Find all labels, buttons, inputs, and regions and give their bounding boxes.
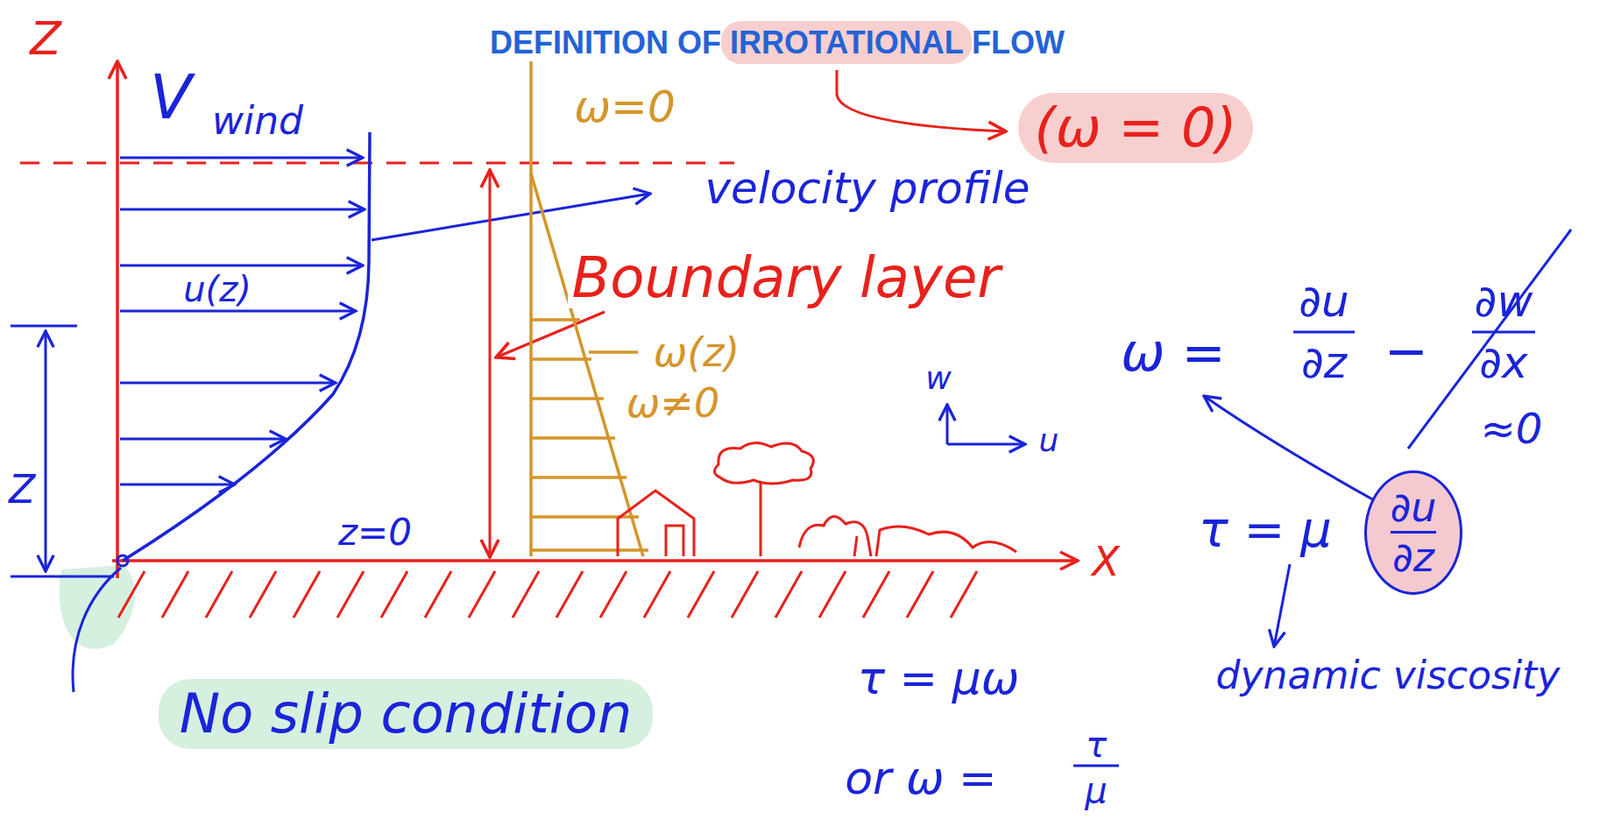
node-text: (ω = 0) (1033, 98, 1237, 158)
vorticity-profile (530, 61, 649, 557)
leader-line (836, 70, 1006, 132)
x-axis (112, 559, 1078, 563)
equation-term: − (1384, 323, 1429, 379)
origin-dot (117, 555, 128, 567)
equation-term: or ω = (844, 754, 997, 803)
equation-term: τ (1085, 726, 1107, 764)
boundary-layer-arrow (488, 169, 492, 558)
z-axis (115, 61, 120, 579)
small-axis (946, 404, 949, 445)
equation-term: ∂x (1479, 339, 1528, 387)
velocity-profile-curve (122, 132, 370, 561)
equation-term: ∂w (1474, 278, 1534, 326)
house (617, 490, 694, 557)
leader-line (371, 193, 651, 241)
node-text: ∂u (1390, 485, 1438, 535)
axis-label: Z (29, 14, 62, 64)
tree-crown (714, 442, 814, 484)
equation-term: ω = (1120, 325, 1226, 381)
vorticity-hatch (530, 319, 649, 551)
equation-term: ≈0 (1480, 406, 1544, 451)
hatch-lines (118, 571, 977, 618)
annotation: ω≠0 (626, 382, 720, 425)
annotation: Boundary layer (567, 248, 1004, 308)
node-text: No slip condition (179, 684, 633, 744)
animal-scribble (799, 516, 1017, 557)
dimension-label: Z (8, 469, 36, 510)
leader-line (1203, 396, 1376, 502)
leader-line (588, 350, 638, 354)
velocity-arrow (120, 264, 363, 268)
equation-term: τ = μ (1198, 504, 1332, 557)
highlight-box: No slip condition (158, 679, 654, 750)
velocity-arrow (120, 310, 356, 313)
tree-trunk (759, 481, 763, 557)
annotation: ω(z) (653, 331, 741, 374)
velocity-arrow (120, 438, 286, 441)
node-text: ∂z (1392, 535, 1435, 581)
highlight-box: (ω = 0) (1018, 92, 1253, 163)
roughness-elements (617, 442, 1017, 557)
annotation: ω=0 (573, 84, 676, 131)
leader-line (72, 567, 121, 693)
fraction-bar (1472, 331, 1536, 334)
small-axis (947, 443, 1026, 447)
vorticity-line (530, 173, 644, 557)
velocity-arrow (120, 156, 363, 160)
leader-line (1274, 564, 1290, 647)
axis-label: w (925, 361, 951, 396)
dashed-line (20, 162, 735, 165)
circled-term: ∂u∂z (1364, 470, 1464, 596)
equation-term: μ (1084, 771, 1107, 809)
title: DEFINITION OF IRROTATIONAL FLOW (489, 23, 1065, 62)
velocity-arrows (120, 157, 365, 485)
annotation: z=0 (338, 513, 412, 553)
dimension-tick (10, 575, 114, 579)
axis-label: X (1091, 540, 1120, 583)
fraction-bar (1073, 764, 1119, 768)
annotation: u(z) (179, 270, 255, 308)
ground-hatch (118, 571, 977, 618)
velocity-arrow (120, 382, 336, 385)
annotation: dynamic viscosity (1216, 655, 1561, 696)
equation-term: ∂u (1298, 278, 1350, 326)
dimension-tick (10, 325, 78, 328)
symbol: V (149, 65, 192, 131)
velocity-arrow (120, 208, 365, 212)
velocity-arrow (120, 483, 235, 487)
equation-term: τ = μω (857, 654, 1020, 703)
axis-label: u (1039, 424, 1060, 458)
annotation: velocity profile (704, 165, 1030, 213)
dimension-arrow (44, 331, 48, 572)
fraction-bar (1293, 331, 1355, 334)
equation-term: ∂z (1301, 339, 1347, 387)
vorticity-axis (529, 61, 533, 557)
subscript: wind (212, 100, 304, 142)
